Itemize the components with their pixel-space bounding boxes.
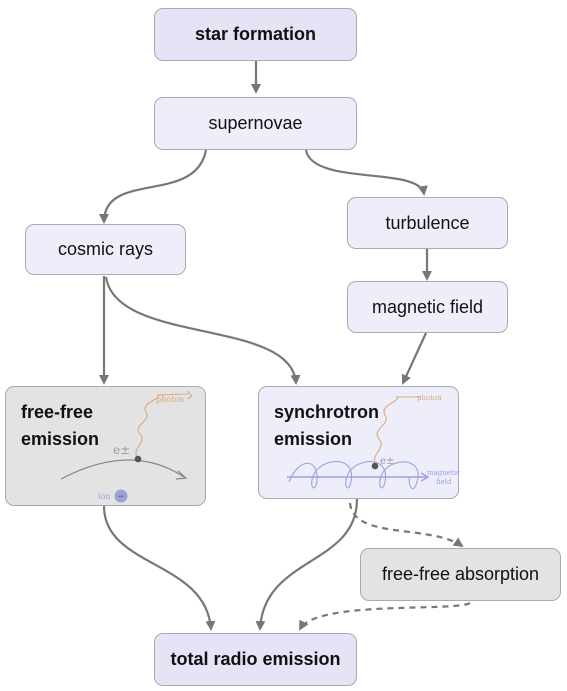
node-free-free-emission-title: free-free emission [21,399,99,453]
photon-label: photon [417,394,442,402]
node-total-radio-emission: total radio emission [154,633,357,686]
edge-free-free-emission-to-total-radio-emission [102,505,216,631]
electron-dot [371,462,379,470]
magnetic-field-arrowhead [420,472,430,482]
photon-arrowhead [186,390,193,400]
edge-cosmic-rays-to-synchrotron-emission [104,276,301,385]
node-star-formation: star formation [154,8,357,61]
node-magnetic-field: magnetic field [347,281,508,333]
node-cosmic-rays-label: cosmic rays [57,239,153,259]
node-free-free-emission-line1: free-free [21,402,94,422]
node-synchrotron-emission-title: synchrotron emission [274,399,379,453]
synchrotron-emission-illustration: e± photon magnetic field [287,394,460,490]
node-turbulence: turbulence [347,197,508,249]
node-supernovae-label: supernovae [208,113,303,133]
node-magnetic-field-label: magnetic field [371,296,484,317]
node-total-radio-emission-label: total radio emission [170,649,341,669]
photon-label: photon [156,395,184,404]
electron-helix-spiral [288,461,419,490]
photon-wave-icon [135,393,189,459]
edge-free-free-absorption-to-total-radio-dashed [299,601,471,631]
ion-charge-sign: − [117,492,125,502]
electron-trajectory-curve [60,459,185,480]
edge-synchrotron-emission-to-total-radio-emission [255,498,359,631]
ion-icon [114,489,128,503]
magnetic-field-label-line2: field [436,478,452,486]
edge-magnetic-field-to-synchrotron-emission [401,332,427,385]
free-free-emission-illustration: e± photon ion − [60,390,193,503]
node-synchrotron-emission: synchrotron emission e± photon magnetic … [258,386,460,499]
node-free-free-absorption-label: free-free absorption [381,564,540,584]
node-cosmic-rays: cosmic rays [25,224,186,275]
node-synchrotron-emission-line1: synchrotron [274,402,380,422]
node-synchrotron-emission-line2: emission [274,429,353,449]
ion-label: ion [98,492,111,501]
trajectory-arrowhead [175,470,188,480]
electron-symbol: e± [113,443,130,457]
electron-symbol: e± [380,456,394,467]
node-free-free-absorption: free-free absorption [360,548,561,601]
node-star-formation-label: star formation [194,24,317,44]
node-free-free-emission: free-free emission e± photon ion − [5,386,206,506]
edge-supernovae-to-cosmic-rays [99,149,208,224]
node-free-free-emission-line2: emission [21,429,100,449]
photon-wave-icon [373,396,421,466]
node-supernovae: supernovae [154,97,357,150]
magnetic-field-label-line1: magnetic [427,469,460,477]
electron-dot [134,455,142,463]
edge-synchrotron-to-free-free-absorption-dashed [348,502,464,548]
node-turbulence-label: turbulence [385,212,470,233]
edge-supernovae-to-turbulence [304,149,428,196]
